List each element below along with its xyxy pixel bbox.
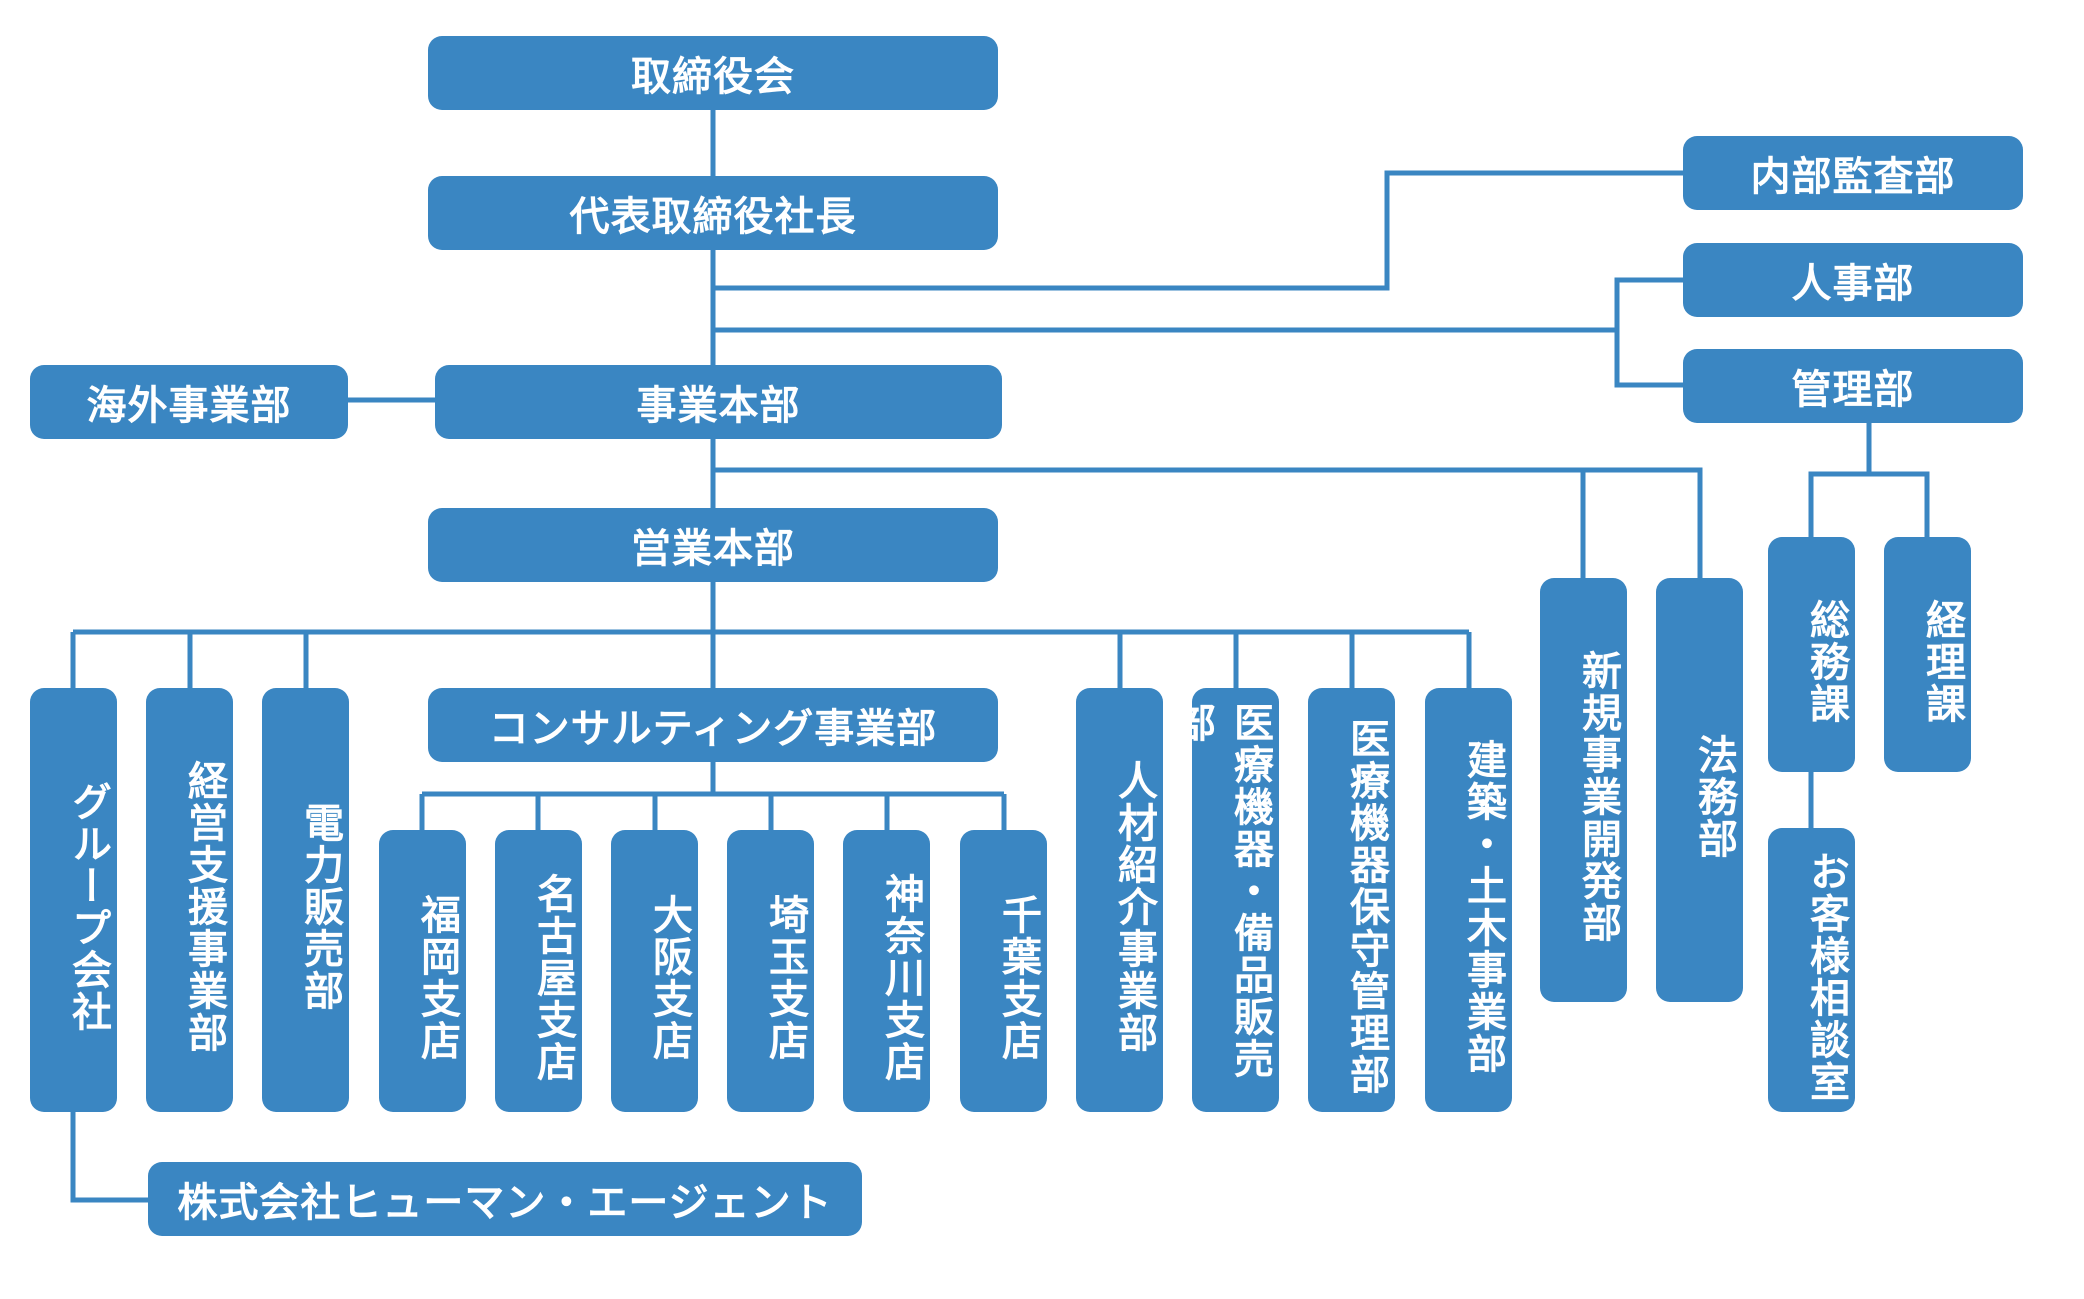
hr-box: 人事部 [1683,243,2023,317]
overseas-label: 海外事業部 [86,383,292,429]
branch-chiba-box: 千葉支店 [960,830,1047,1112]
power-sales-box: 電力販売部 [262,688,349,1112]
subsidiary-label: 株式会社ヒューマン・エージェント [177,1180,833,1226]
branch-label: 名古屋支店 [530,873,576,1083]
power-sales-label: 電力販売部 [297,802,343,1012]
mgmt-support-box: 経営支援事業部 [146,688,233,1112]
branch-saitama-box: 埼玉支店 [727,830,814,1112]
hr-placement-box: 人材紹介事業部 [1076,688,1163,1112]
sales-hq-box: 営業本部 [428,508,998,582]
legal-box: 法務部 [1656,578,1743,1002]
legal-label: 法務部 [1691,734,1737,860]
hr-placement-label: 人材紹介事業部 [1111,760,1157,1054]
subsidiary-box: 株式会社ヒューマン・エージェント [148,1162,862,1236]
general-affairs-label: 総務課 [1803,598,1849,725]
audit-label: 内部監査部 [1750,154,1956,200]
business-hq-label: 事業本部 [636,383,801,429]
customer-consult-label: お客様相談室 [1803,851,1849,1103]
hr-label: 人事部 [1791,261,1915,307]
business-hq-box: 事業本部 [435,365,1002,439]
group-company-label: グループ会社 [65,781,111,1033]
consulting-box: コンサルティング事業部 [428,688,998,762]
general-affairs-box: 総務課 [1768,537,1855,772]
consulting-label: コンサルティング事業部 [488,706,938,752]
new-business-label: 新規事業開発部 [1575,650,1621,944]
accounting-box: 経理課 [1884,537,1971,772]
branch-label: 福岡支店 [414,894,460,1062]
branch-label: 埼玉支店 [762,894,808,1062]
group-company-box: グループ会社 [30,688,117,1112]
medical-maint-label: 医療機器保守管理部 [1343,718,1389,1096]
overseas-box: 海外事業部 [30,365,348,439]
admin-label: 管理部 [1791,367,1915,413]
branch-fukuoka-box: 福岡支店 [379,830,466,1112]
construction-label: 建築・土木事業部 [1460,739,1506,1075]
medical-sales-box: 医療機器・備品販売部 [1169,688,1279,1112]
medical-maint-box: 医療機器保守管理部 [1308,688,1395,1112]
audit-box: 内部監査部 [1683,136,2023,210]
sales-hq-label: 営業本部 [631,526,795,572]
branch-label: 大阪支店 [646,894,692,1062]
new-business-box: 新規事業開発部 [1540,578,1627,1002]
branch-osaka-box: 大阪支店 [611,830,698,1112]
president-label: 代表取締役社長 [569,194,857,240]
mgmt-support-label: 経営支援事業部 [181,760,227,1054]
president-box: 代表取締役社長 [428,176,998,250]
branch-label: 千葉支店 [995,894,1041,1062]
customer-consult-box: お客様相談室 [1768,828,1855,1112]
board-label: 取締役会 [631,54,795,100]
branch-nagoya-box: 名古屋支店 [495,830,582,1112]
branch-label: 神奈川支店 [878,873,924,1083]
branch-kanagawa-box: 神奈川支店 [843,830,930,1112]
construction-box: 建築・土木事業部 [1425,688,1512,1112]
board-box: 取締役会 [428,36,998,110]
accounting-label: 経理課 [1919,598,1965,725]
medical-sales-label: 医療機器・備品販売部 [1169,702,1273,1080]
admin-box: 管理部 [1683,349,2023,423]
